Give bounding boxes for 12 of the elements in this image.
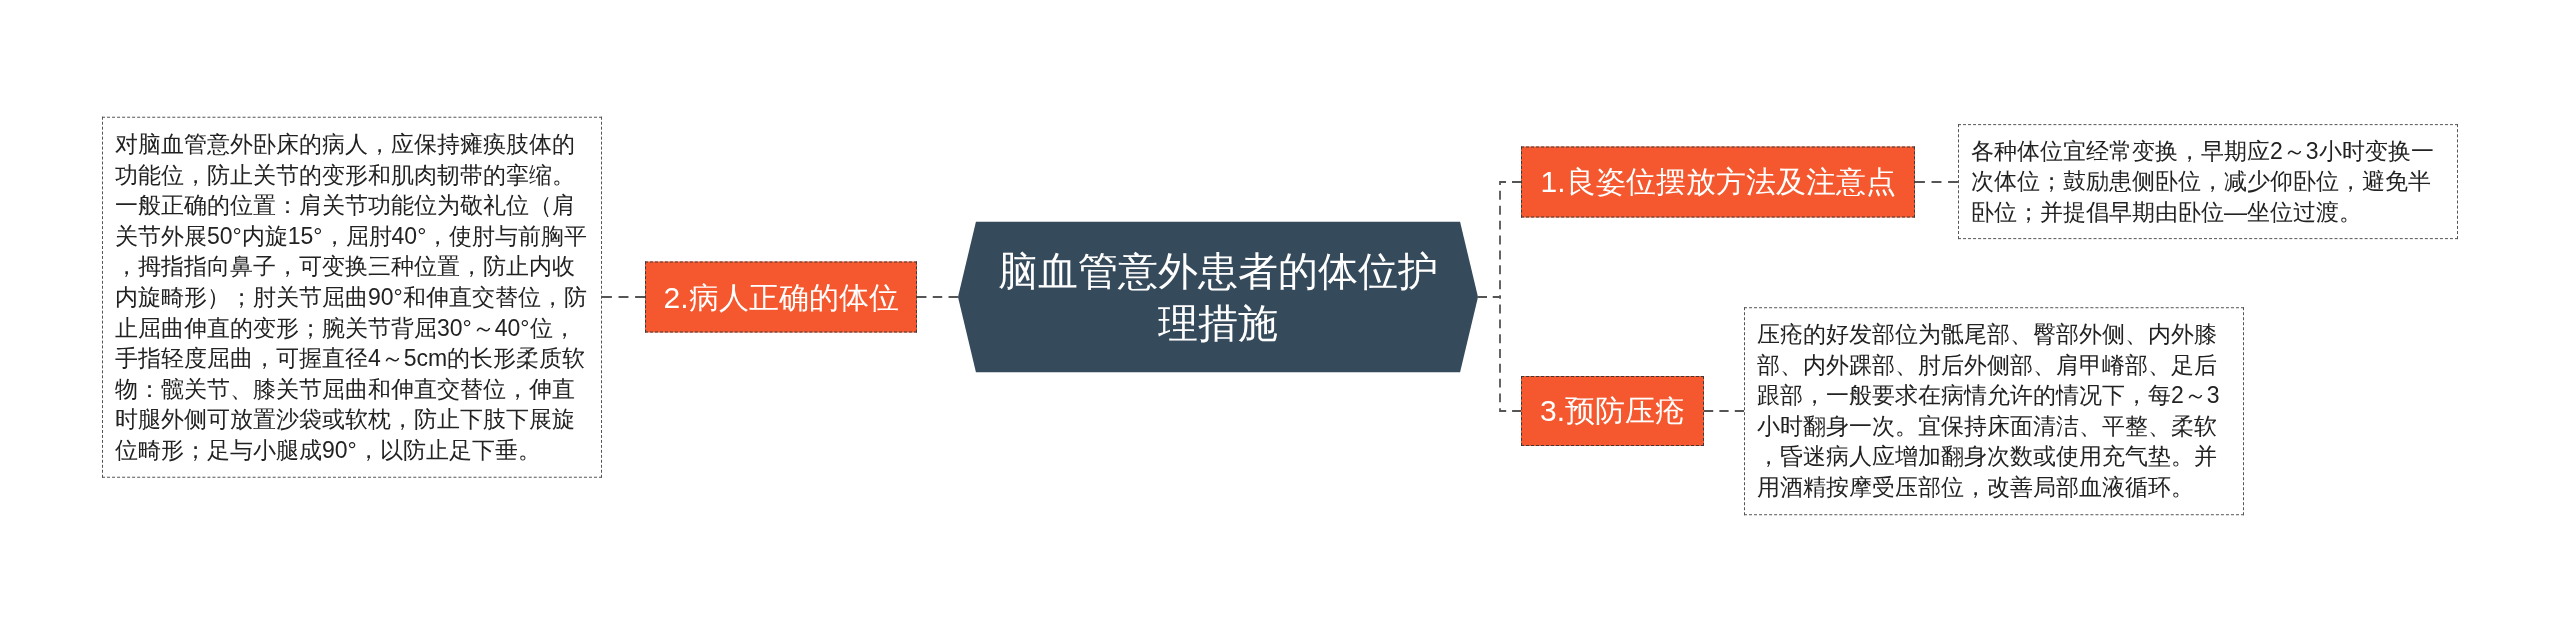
- connector: [1477, 296, 1522, 412]
- note-box: 压疮的好发部位为骶尾部、臀部外侧、内外膝部、内外踝部、肘后外侧部、肩甲嵴部、足后跟部，一般要求在病情允许的情况下，每2～3小时翻身一次。宜保持床面清洁、平整、柔软，昏迷病人应增加翻身次数或使用充气垫。并用酒精按摩受压部位，改善局部血液循环。: [1744, 307, 2244, 515]
- central-hexagon: 脑血管意外患者的体位护理措施: [958, 221, 1478, 372]
- note-box: 对脑血管意外卧床的病人，应保持瘫痪肢体的功能位，防止关节的变形和肌肉韧带的挛缩。一般正确的位置：肩关节功能位为敬礼位（肩关节外展50°内旋15°，屈肘40°，使肘与前胸平，拇指指向鼻子，可变换三种位置，防止内收内旋畸形）；肘关节屈曲90°和伸直交替位，防止屈曲伸直的变形；腕关节背屈30°～40°位，手指轻度屈曲，可握直径4～5cm的长形柔质软物：髋关节、膝关节屈曲和伸直交替位，伸直时腿外侧可放置沙袋或软枕，防止下肢下展旋位畸形；足与小腿成90°，以防止足下垂。: [102, 116, 602, 478]
- connector: [601, 296, 646, 298]
- topic-box: 2.病人正确的体位: [645, 261, 917, 333]
- topic-box: 1.良姿位摆放方法及注意点: [1521, 146, 1915, 217]
- connector: [916, 296, 959, 298]
- note-box: 各种体位宜经常变换，早期应2～3小时变换一次体位；鼓励患侧卧位，减少仰卧位，避免半卧位；并提倡早期由卧位—坐位过渡。: [1958, 123, 2458, 240]
- connector: [1914, 181, 1959, 183]
- connector: [1703, 410, 1745, 412]
- topic-box: 3.预防压疮: [1521, 376, 1704, 446]
